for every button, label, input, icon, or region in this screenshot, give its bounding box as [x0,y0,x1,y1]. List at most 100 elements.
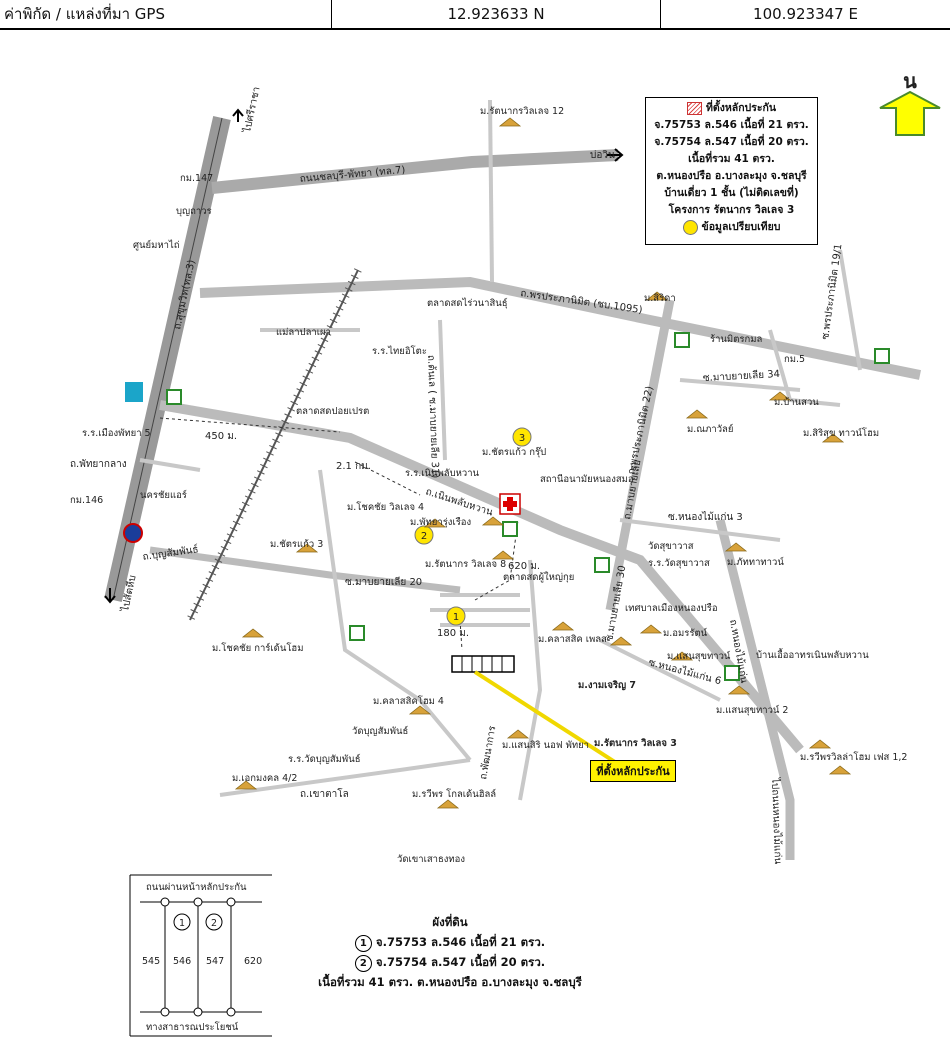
plan-line3: เนื้อที่รวม 41 ตรว. ต.หนองปรือ อ.บางละมุ… [318,975,582,989]
place-wat-khao: วัดเขาเสาธงทอง [397,854,465,865]
legend-compare-label: ข้อมูลเปรียบเทียบ [701,221,781,233]
label-to-nongmaikaen: ไปถนนหนองไม้แก่น [769,777,784,865]
gps-header: ค่าพิกัด / แหล่งที่มา GPS 12.923633 N 10… [0,0,950,30]
place-m-rattanakorn3: ม.รัตนากร วิลเลจ 3 [594,738,677,749]
place-wat-boon: วัดบุญสัมพันธ์ [352,725,408,737]
place-wat-sukhawat: วัดสุขาวาส [648,541,694,552]
place-mae-la: แม่ลาปลาเผา [276,327,331,338]
dist-450: 450 ม. [205,431,237,442]
place-talad-rai: ตลาดสดไร่วนาสินธุ์ [427,297,508,309]
road-chonburi-pattaya [211,149,619,194]
gps-longitude: 100.923347 E [753,5,858,23]
place-tessaban: เทศบาลเมืองหนองปรือ [625,603,718,614]
sketch-bottom-road: ทางสาธารณประโยชน์ [146,1021,239,1033]
place-m-ban-suan: ม.บ้านสวน [774,397,819,408]
place-talad-phu-yai: ตลาดสดผู้ใหญ่กุย [503,571,574,583]
legend-line1: จ.75753 ล.546 เนื้อที่ 21 ตรว. [654,119,809,131]
sketch-top-road: ถนนผ่านหน้าหลักประกัน [146,882,247,893]
north-label: น [903,69,917,93]
plan-num-2: 2 [354,955,372,972]
place-km146: กม.146 [70,495,103,506]
place-m-sirida: ม.สิริดา [644,293,676,304]
place-school-thai: ร.ร.ไทยอิโตะ [372,345,427,357]
legend-line5: บ้านเดี่ยว 1 ชั้น (ไม่ติดเลขที่) [664,187,799,199]
compare-dot-icon [682,220,698,235]
place-health: สถานีอนามัยหนองสมอ [540,473,634,485]
label-phornprapanimit: ถ.พรประภานิมิต (ชบ.1095) [520,288,644,316]
legend-box: ที่ตั้งหลักประกัน จ.75753 ล.546 เนื้อที่… [645,97,818,245]
place-school-wat-boon: ร.ร.วัดบุญสัมพันธ์ [288,753,361,765]
gas-station-icon [125,382,143,402]
sketch-num-1: 1 [179,918,185,929]
sketch-lot-546: 546 [173,956,191,967]
legend-line3: เนื้อที่รวม 41 ตรว. [688,153,775,165]
road-sukhumvit-center [112,117,223,601]
target-label: ที่ตั้งหลักประกัน [590,760,676,782]
road-arrows [104,108,624,604]
place-m-pattaya-rung: ม.พัทยารุ่งเรือง [410,517,471,528]
place-m-rattanakorn8: ม.รัตนากร วิลเลจ 8 [425,559,506,570]
legend-line6: โครงการ รัตนากร วิลเลจ 3 [668,204,795,216]
label-maprai: ถ.มาบยายเลีย [621,459,643,521]
compare-1: 1 [453,612,459,623]
place-ban-ua-athorn: บ้านเอื้ออาทรเนินพลับหวาน [756,648,869,661]
place-school-pattaya5: ร.ร.เมืองพัทยา 5 [82,428,151,439]
legend-site-label: ที่ตั้งหลักประกัน [705,102,777,114]
village-house-icons [234,117,852,809]
sketch-lot-545: 545 [142,956,160,967]
plan-title: ผังที่ดิน [432,915,468,929]
label-nongmaikaen3: ซ.หนองไม้แก่น 3 [668,511,743,523]
place-m-ekmongkol: ม.เอกมงคล 4/2 [232,773,297,784]
place-m-chatkaew-group: ม.ชัตรแก้ว กรุ๊ป [482,446,546,458]
health-station-icon [499,493,521,515]
gps-latitude: 12.923633 N [332,0,661,28]
place-km5: กม.5 [784,354,805,365]
place-m-chokchai-garden: ม.โชคชัย การ์เด้นโฮม [212,642,303,654]
plan-line2: จ.75754 ล.547 เนื้อที่ 20 ตรว. [375,955,546,969]
label-tongsomboon: ถ.ต้นเล ( ซ.มาบยายเลีย 31) [425,355,441,479]
plan-line1: จ.75753 ล.546 เนื้อที่ 21 ตรว. [375,935,546,949]
compare-dots [414,427,532,626]
place-home-pro: ศูนย์มหาไถ่ [133,239,180,251]
road-phornprapanimit [199,276,921,380]
legend-line4: ต.หนองปรือ อ.บางละมุง จ.ชลบุรี [656,170,807,182]
gas-station-star-icon [123,523,143,543]
place-m-rapee-villa: ม.รวีพรวิลล่าโฮม เฟส 1,2 [800,751,907,763]
label-to-sriracha: ไปศรีราชา [241,86,263,135]
place-m-nawarat: ม.ณภาวัลย์ [687,423,733,435]
dist-180: 180 ม. [437,628,469,639]
dist-2-1: 2.1 กม. [336,461,371,472]
place-wan-mitr: ร้านมิตรกมล [710,334,762,345]
label-pattaya-klang: ถ.พัทยากลาง [70,459,127,470]
dist-620: 620 ม. [508,561,540,572]
north-arrow [879,90,941,136]
distance-lines [159,417,519,651]
road-noenplubwan [159,400,804,754]
place-km147: กม.147 [180,173,213,184]
label-maprai34: ซ.มาบยายเลีย 34 [703,368,781,384]
label-bowin: บ่อวิน [590,150,615,161]
target-pointer [473,670,617,764]
place-nakrchai: นครชัยแอร์ [140,489,187,501]
place-m-chokchai4: ม.โชคชัย วิลเลจ 4 [347,501,424,513]
place-m-phatthara: ม.ภัททาทาวน์ [727,556,784,568]
sketch-lot-620: 620 [244,956,262,967]
place-m-classic-home4: ม.คลาสสิคโฮม 4 [373,695,444,707]
place-m-chatkaew3: ม.ชัตรแก้ว 3 [270,539,323,550]
sketch-lot-547: 547 [206,956,224,967]
place-m-saenssuk-town: ม.แสนสุขทาวน์ [667,650,731,662]
label-khaotalo: ถ.เขาตาโล [300,787,349,800]
place-m-rapee: ม.รวีพร โกลเด้นฮิลล์ [412,788,496,800]
place-m-saensuk2: ม.แสนสุขทาวน์ 2 [716,704,788,716]
plan-num-1: 1 [354,935,372,952]
place-m-sirisuk: ม.สิริสุข ทาวน์โฮม [803,427,879,439]
place-school-sukhawat: ร.ร.วัดสุขาวาส [648,558,710,569]
compare-3: 3 [519,433,525,444]
legend-line2: จ.75754 ล.547 เนื้อที่ 20 ตรว. [654,136,809,148]
place-boonthavorn: บุญถาวร [176,206,212,217]
seven-eleven-icons [166,332,890,681]
place-m-ngam-charoen7: ม.งามเจริญ 7 [578,680,636,691]
label-chonburi-pattaya: ถนนชลบุรี-พัทยา (ทล.7) [299,164,406,185]
hatch-icon [686,102,702,115]
